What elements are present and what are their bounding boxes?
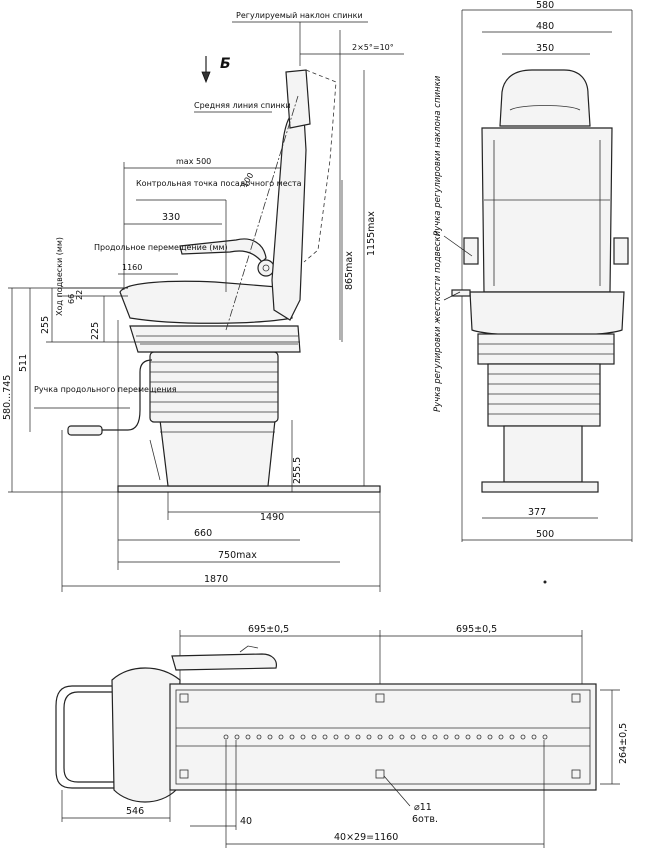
front-bellows [487,363,601,427]
adjust-hole [465,734,471,740]
adjust-hole [542,734,548,740]
front-headrest [499,69,591,127]
backrest-tilt-label: Регулируемый наклон спинки [236,11,363,20]
front-column [503,425,583,483]
dim-max-500: max 500 [176,157,211,166]
side-view: Б Регулируемый наклон спинки 2×5°=10° Ср… [2,11,404,592]
adjust-hole [476,734,482,740]
dim-580-745: 580...745 [2,375,13,420]
adjust-hole [289,734,295,740]
suspension-travel-label: Ход подвески (мм) [55,237,64,316]
tilt-lever-label: Ручка регулировки наклона спинки [433,75,443,236]
adjust-hole [300,734,306,740]
dim-22: 22 [75,290,84,300]
dim-225: 225 [90,322,101,340]
adjust-hole [267,734,273,740]
adjust-hole [245,734,251,740]
front-view: 580 480 350 Ручка регулировки наклона сп… [433,0,633,542]
top-armrest [171,653,277,671]
top-mounting-holes [179,693,581,779]
front-base [481,481,599,493]
dim-511: 511 [18,354,29,372]
hole-count: 6отв. [412,814,438,825]
side-bellows [149,351,279,423]
adjust-hole [410,734,416,740]
adjust-hole [487,734,493,740]
adjust-hole [234,734,240,740]
dim-660: 660 [194,528,212,539]
dim-865max: 865max [344,251,355,290]
dim-750max: 750max [218,550,257,561]
dim-1490: 1490 [260,512,284,523]
adjust-hole [355,734,361,740]
dim-66: 66 [67,294,76,304]
dim-1870: 1870 [204,574,228,585]
front-seat-cushion [469,291,625,337]
adjust-hole [344,734,350,740]
dim-695-right: 695±0,5 [456,624,497,635]
adjust-hole [432,734,438,740]
adjust-hole [377,734,383,740]
dim-350: 350 [536,43,554,54]
side-pedestal [159,419,276,487]
front-left-bolster [463,237,479,265]
side-suspension-block [129,325,301,353]
top-handle-loop [55,685,120,789]
stiffness-lever-label: Ручка регулировки жесткости подвески [433,230,443,412]
lever-longitudinal-label: Ручка продольного перемещения [34,385,177,394]
adjust-hole [443,734,449,740]
dim-580: 580 [536,0,554,11]
front-backrest [481,127,613,293]
front-suspension-block [477,333,615,365]
adjust-hole [498,734,504,740]
adjust-hole [509,734,515,740]
dim-255-5: 255.5 [292,457,303,484]
dim-377: 377 [528,507,546,518]
dim-500: 500 [536,529,554,540]
top-adjust-hole-row [223,734,548,740]
side-headrest [285,69,311,129]
front-lever [451,289,471,297]
dim-264: 264±0,5 [618,723,629,764]
centerline-label: Средняя линия спинки [194,101,291,110]
longitudinal-label: Продольное перемещение (мм) [94,243,228,252]
dim-255: 255 [40,316,51,334]
adjust-hole [256,734,262,740]
adjust-hole [322,734,328,740]
dim-480: 480 [536,21,554,32]
side-longitudinal-lever [70,359,153,431]
side-backrest-tilted [303,69,337,263]
dim-546: 546 [126,806,144,817]
stray-dot [543,580,547,584]
adjust-hole [333,734,339,740]
dim-1160: 1160 [122,263,142,272]
adjust-hole [311,734,317,740]
control-point-label: Контрольная точка посадочного места [136,179,302,188]
front-right-bolster [613,237,629,265]
adjust-hole [399,734,405,740]
tilt-range-label: 2×5°=10° [352,43,394,52]
dim-40: 40 [240,816,252,827]
view-label-b: Б [220,56,231,72]
side-base-rail [117,485,381,493]
adjust-hole [366,734,372,740]
backrest-tilt-text: Регулируемый наклон спинки [236,11,363,20]
dim-40x29: 40×29=1160 [334,832,398,843]
side-backrest [271,113,307,321]
top-view: 695±0,5 695±0,5 264±0,5 [55,624,629,848]
adjust-hole [388,734,394,740]
hole-diameter: ⌀11 [414,802,432,813]
dim-1155max: 1155max [366,211,377,256]
adjust-hole [531,734,537,740]
dim-330: 330 [162,212,180,223]
adjust-hole [520,734,526,740]
adjust-hole [421,734,427,740]
adjust-hole [223,734,229,740]
adjust-hole [454,734,460,740]
dim-695-left: 695±0,5 [248,624,289,635]
side-recline-hinge [257,259,275,277]
adjust-hole [278,734,284,740]
side-seat-cushion [119,280,293,324]
